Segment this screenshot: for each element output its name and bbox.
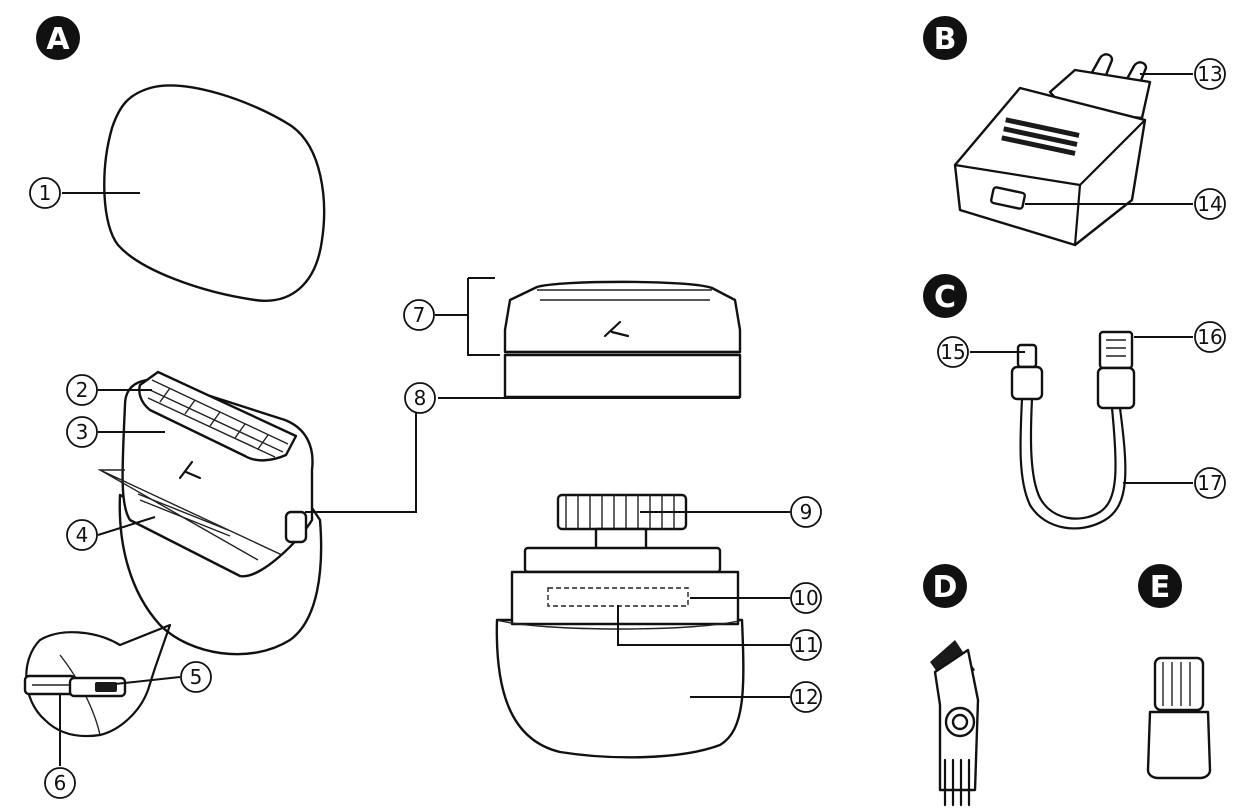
section-badge-e: E bbox=[1138, 564, 1182, 608]
svg-text:8: 8 bbox=[414, 386, 427, 410]
section-badge-c: C bbox=[923, 274, 967, 318]
svg-text:9: 9 bbox=[800, 500, 813, 524]
callout-14: 14 bbox=[1194, 188, 1226, 220]
svg-text:16: 16 bbox=[1197, 325, 1222, 349]
callout-12: 12 bbox=[790, 681, 822, 713]
svg-text:10: 10 bbox=[793, 586, 818, 610]
svg-text:4: 4 bbox=[76, 523, 89, 547]
callout-13: 13 bbox=[1194, 58, 1226, 90]
callout-5: 5 bbox=[180, 661, 212, 693]
section-badge-b: B bbox=[923, 16, 967, 60]
callout-15: 15 bbox=[937, 336, 969, 368]
callout-9: 9 bbox=[790, 496, 822, 528]
vent-slots bbox=[1001, 117, 1080, 156]
callout-17: 17 bbox=[1194, 467, 1226, 499]
svg-text:7: 7 bbox=[413, 303, 426, 327]
cleaning-brush-illustration bbox=[930, 640, 980, 807]
svg-text:13: 13 bbox=[1197, 62, 1222, 86]
usb-cable-illustration bbox=[1010, 330, 1136, 530]
svg-text:3: 3 bbox=[76, 420, 89, 444]
svg-text:14: 14 bbox=[1197, 192, 1222, 216]
svg-text:12: 12 bbox=[793, 685, 818, 709]
callout-10: 10 bbox=[790, 582, 822, 614]
svg-text:15: 15 bbox=[940, 340, 965, 364]
callout-8: 8 bbox=[404, 382, 436, 414]
callout-4: 4 bbox=[66, 519, 98, 551]
callout-1: 1 bbox=[29, 177, 61, 209]
callout-6: 6 bbox=[44, 767, 76, 799]
callout-2: 2 bbox=[66, 374, 98, 406]
leader-lines bbox=[59, 73, 1193, 766]
shaver-head-illustration bbox=[503, 280, 742, 399]
svg-text:17: 17 bbox=[1197, 471, 1222, 495]
svg-text:1: 1 bbox=[39, 181, 52, 205]
svg-text:E: E bbox=[1150, 570, 1171, 605]
section-badge-a: A bbox=[36, 16, 80, 60]
svg-text:C: C bbox=[934, 280, 956, 315]
svg-text:2: 2 bbox=[76, 378, 89, 402]
svg-text:5: 5 bbox=[190, 665, 203, 689]
usb-power-adapter-illustration bbox=[953, 53, 1152, 247]
shaver-body-illustration bbox=[495, 493, 745, 759]
protective-cap-illustration bbox=[103, 84, 326, 302]
callout-11: 11 bbox=[790, 629, 822, 661]
callout-7: 7 bbox=[403, 299, 435, 331]
svg-text:11: 11 bbox=[793, 633, 818, 657]
callout-3: 3 bbox=[66, 416, 98, 448]
oil-bottle-illustration bbox=[1146, 656, 1212, 780]
callout-16: 16 bbox=[1194, 321, 1226, 353]
svg-text:6: 6 bbox=[54, 771, 67, 795]
svg-text:B: B bbox=[934, 22, 957, 57]
section-badge-d: D bbox=[923, 564, 967, 608]
svg-text:D: D bbox=[933, 570, 958, 605]
shaver-assembled-illustration bbox=[23, 370, 323, 738]
svg-text:A: A bbox=[46, 22, 70, 57]
